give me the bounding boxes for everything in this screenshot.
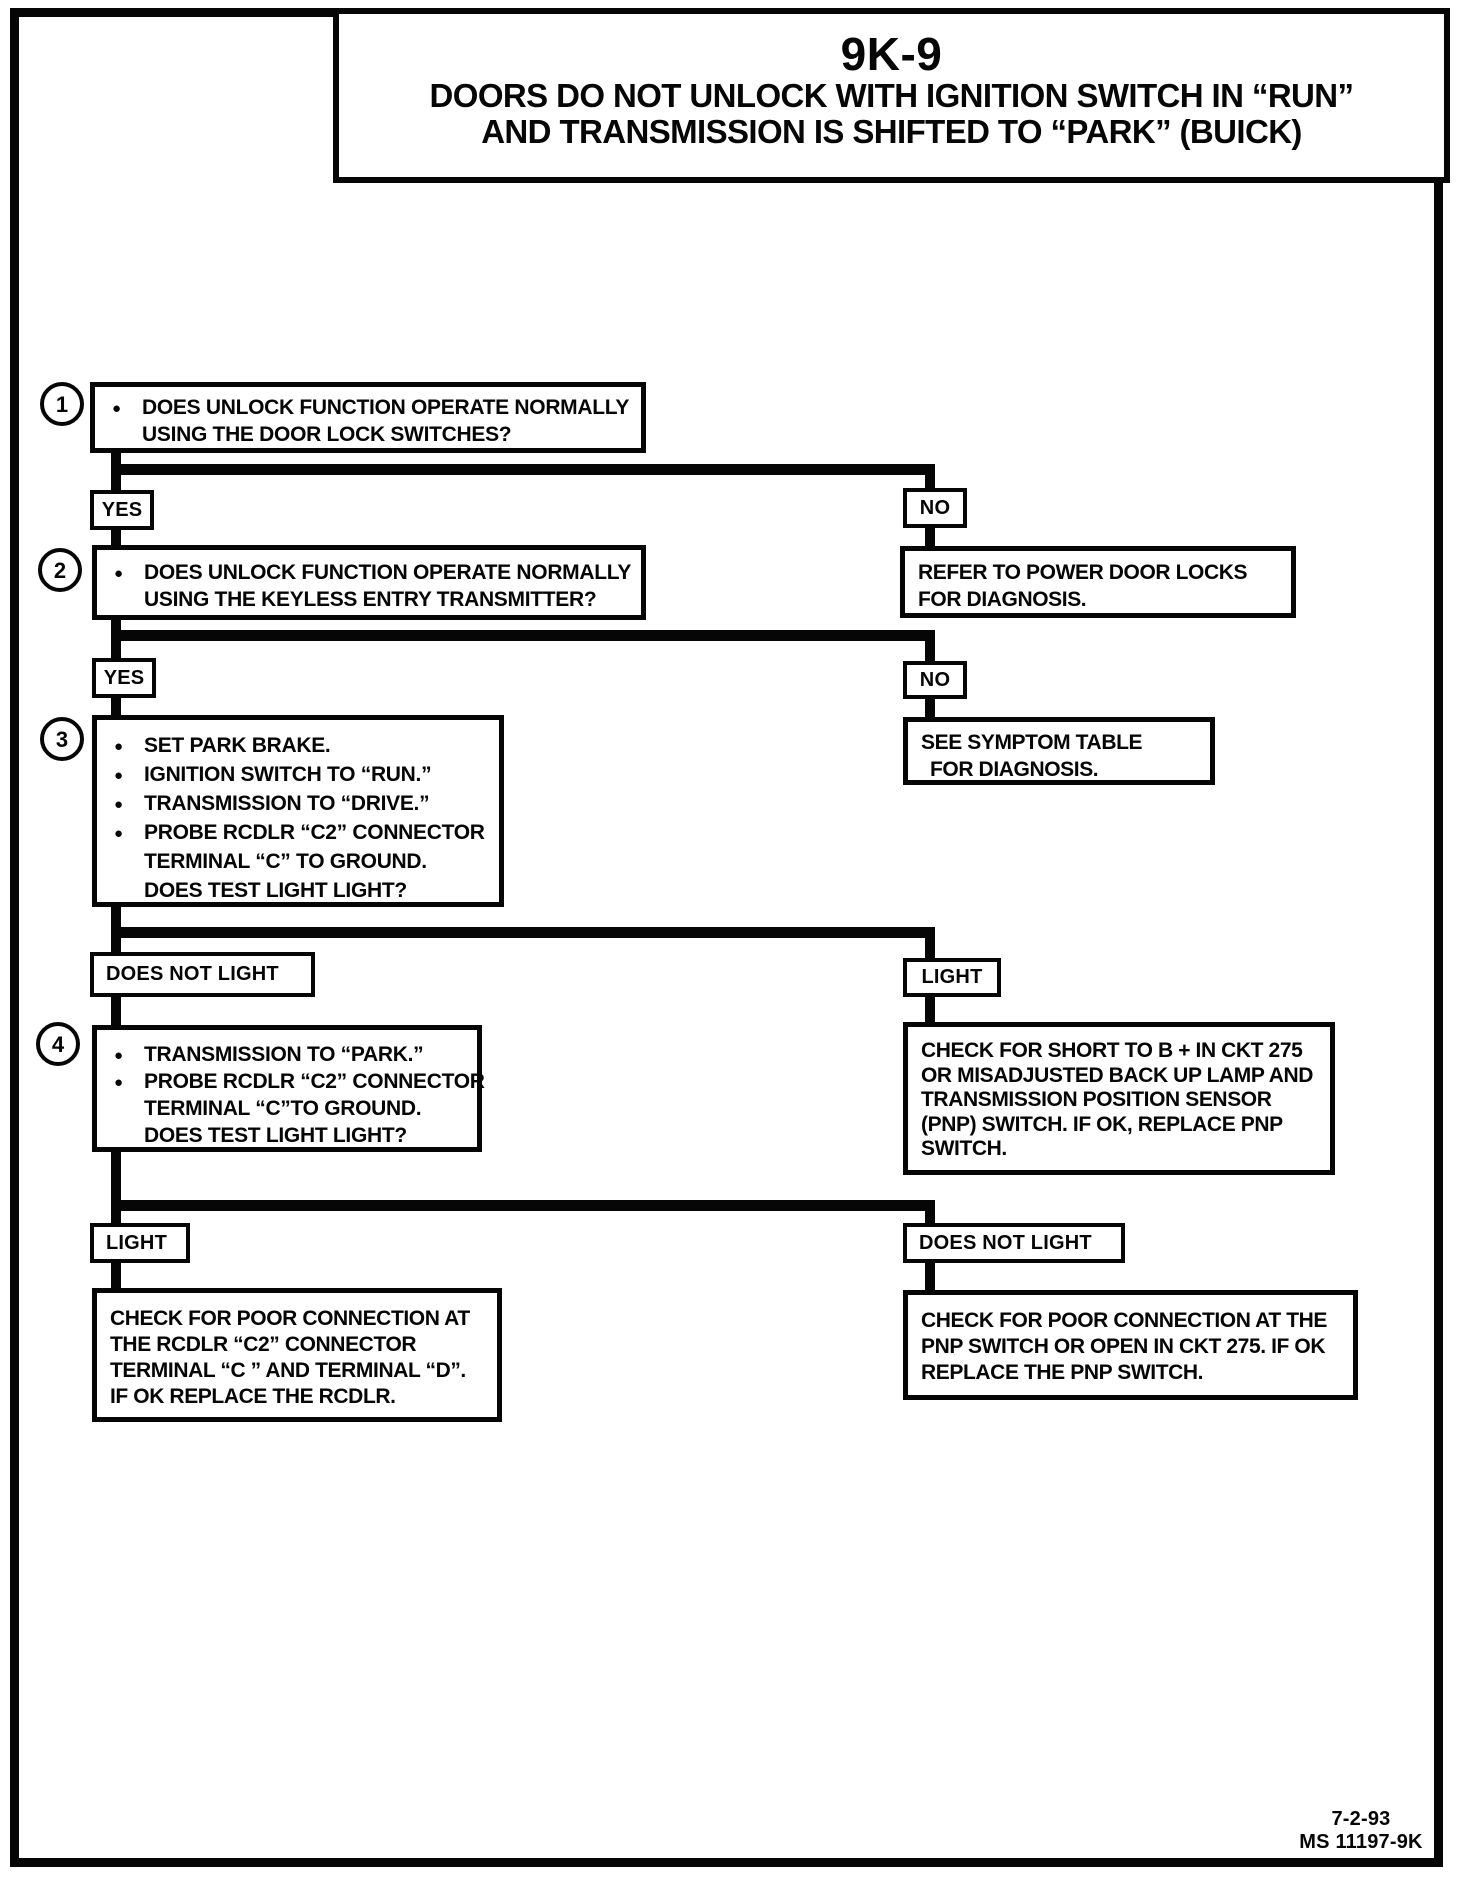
result4-line1: CHECK FOR POOR CONNECTION AT — [110, 1307, 470, 1330]
step3-action-box: SET PARK BRAKE. IGNITION SWITCH TO “RUN.… — [92, 715, 504, 907]
connector-line — [111, 698, 121, 715]
branch-label-yes-2: YES — [92, 658, 156, 698]
branch-label-light-2: LIGHT — [90, 1223, 190, 1263]
branch-label-no-1: NO — [903, 488, 967, 528]
connector-line — [925, 528, 935, 546]
connector-line — [111, 530, 121, 545]
result3-line2: OR MISADJUSTED BACK UP LAMP AND — [921, 1063, 1314, 1087]
step3-line6: DOES TEST LIGHT LIGHT? — [144, 879, 407, 902]
connector-line — [925, 1263, 935, 1290]
step1-number-badge: 1 — [40, 382, 84, 426]
connector-line — [111, 927, 935, 938]
result5-line1: CHECK FOR POOR CONNECTION AT THE — [921, 1309, 1328, 1332]
footer: 7-2-93 MS 11197-9K — [1285, 1808, 1437, 1854]
connector-line — [925, 630, 935, 661]
result-refer-power-door-locks: REFER TO POWER DOOR LOCKS FOR DIAGNOSIS. — [900, 546, 1296, 618]
connector-line — [925, 1200, 935, 1223]
connector-line — [925, 699, 935, 717]
footer-doc-id: MS 11197-9K — [1299, 1831, 1423, 1853]
connector-line — [925, 464, 935, 488]
step3-line3: TRANSMISSION TO “DRIVE.” — [97, 789, 499, 819]
step4-line1: TRANSMISSION TO “PARK.” — [97, 1041, 477, 1069]
step3-line4: PROBE RCDLR “C2” CONNECTOR — [97, 818, 499, 848]
result3-line3: TRANSMISSION POSITION SENSOR — [921, 1088, 1272, 1111]
step4-line3: TERMINAL “C”TO GROUND. — [144, 1097, 422, 1120]
result5-line3: REPLACE THE PNP SWITCH. — [921, 1361, 1204, 1384]
result4-line2: THE RCDLR “C2” CONNECTOR — [110, 1333, 417, 1356]
result-check-short-b-plus: CHECK FOR SHORT TO B + IN CKT 275 OR MIS… — [903, 1022, 1335, 1175]
connector-line — [111, 1152, 121, 1223]
footer-date: 7-2-93 — [1331, 1808, 1391, 1830]
page-title-line2: AND TRANSMISSION IS SHIFTED TO “PARK” (B… — [481, 113, 1302, 150]
step2-question-box: DOES UNLOCK FUNCTION OPERATE NORMALLY US… — [92, 545, 646, 620]
step2-number-badge: 2 — [38, 548, 82, 592]
result-see-symptom-table: SEE SYMPTOM TABLE FOR DIAGNOSIS. — [903, 717, 1215, 785]
result-poor-connection-rcdlr: CHECK FOR POOR CONNECTION AT THE RCDLR “… — [92, 1288, 502, 1422]
connector-line — [111, 464, 935, 475]
result3-line5: SWITCH. — [921, 1137, 1007, 1160]
branch-label-yes-1: YES — [90, 490, 154, 530]
result2-line1: SEE SYMPTOM TABLE — [921, 731, 1143, 754]
chart-code: 9K-9 — [840, 28, 943, 80]
connector-line — [111, 1200, 935, 1211]
step3-number-badge: 3 — [40, 717, 84, 761]
connector-line — [111, 997, 121, 1025]
branch-label-does-not-light-2: DOES NOT LIGHT — [903, 1223, 1125, 1263]
result2-line2: FOR DIAGNOSIS. — [930, 758, 1099, 781]
step4-line4: DOES TEST LIGHT LIGHT? — [144, 1124, 407, 1147]
result1-line1: REFER TO POWER DOOR LOCKS — [918, 561, 1248, 584]
branch-label-no-2: NO — [903, 661, 967, 699]
result4-line3: TERMINAL “C ” AND TERMINAL “D”. — [110, 1359, 466, 1382]
step2-line2: USING THE KEYLESS ENTRY TRANSMITTER? — [144, 588, 597, 611]
step1-line1: DOES UNLOCK FUNCTION OPERATE NORMALLY — [95, 394, 641, 422]
connector-line — [111, 630, 935, 641]
step1-question-box: DOES UNLOCK FUNCTION OPERATE NORMALLY US… — [90, 382, 646, 453]
connector-line — [925, 927, 935, 958]
result5-line2: PNP SWITCH OR OPEN IN CKT 275. IF OK — [921, 1335, 1326, 1358]
result3-line4: (PNP) SWITCH. IF OK, REPLACE PNP — [921, 1112, 1283, 1136]
branch-label-light-1: LIGHT — [903, 958, 1001, 997]
step1-line2: USING THE DOOR LOCK SWITCHES? — [142, 423, 512, 446]
result-poor-connection-pnp: CHECK FOR POOR CONNECTION AT THE PNP SWI… — [903, 1290, 1358, 1400]
connector-line — [925, 997, 935, 1022]
step4-number-badge: 4 — [36, 1022, 80, 1066]
page-title-line1: DOORS DO NOT UNLOCK WITH IGNITION SWITCH… — [429, 77, 1354, 114]
result4-line4: IF OK REPLACE THE RCDLR. — [110, 1385, 396, 1408]
result3-line1: CHECK FOR SHORT TO B + IN CKT 275 — [921, 1039, 1303, 1062]
step4-line2: PROBE RCDLR “C2” CONNECTOR — [97, 1068, 485, 1096]
step3-line1: SET PARK BRAKE. — [97, 731, 499, 761]
step4-action-box: TRANSMISSION TO “PARK.” PROBE RCDLR “C2”… — [92, 1025, 485, 1152]
step3-line5: TERMINAL “C” TO GROUND. — [144, 850, 427, 873]
branch-label-does-not-light-1: DOES NOT LIGHT — [90, 952, 315, 997]
title-box: 9K-9 DOORS DO NOT UNLOCK WITH IGNITION S… — [333, 8, 1450, 183]
step3-line2: IGNITION SWITCH TO “RUN.” — [97, 760, 499, 790]
result1-line2: FOR DIAGNOSIS. — [918, 588, 1087, 611]
step2-line1: DOES UNLOCK FUNCTION OPERATE NORMALLY — [97, 559, 641, 587]
connector-line — [111, 1263, 121, 1288]
